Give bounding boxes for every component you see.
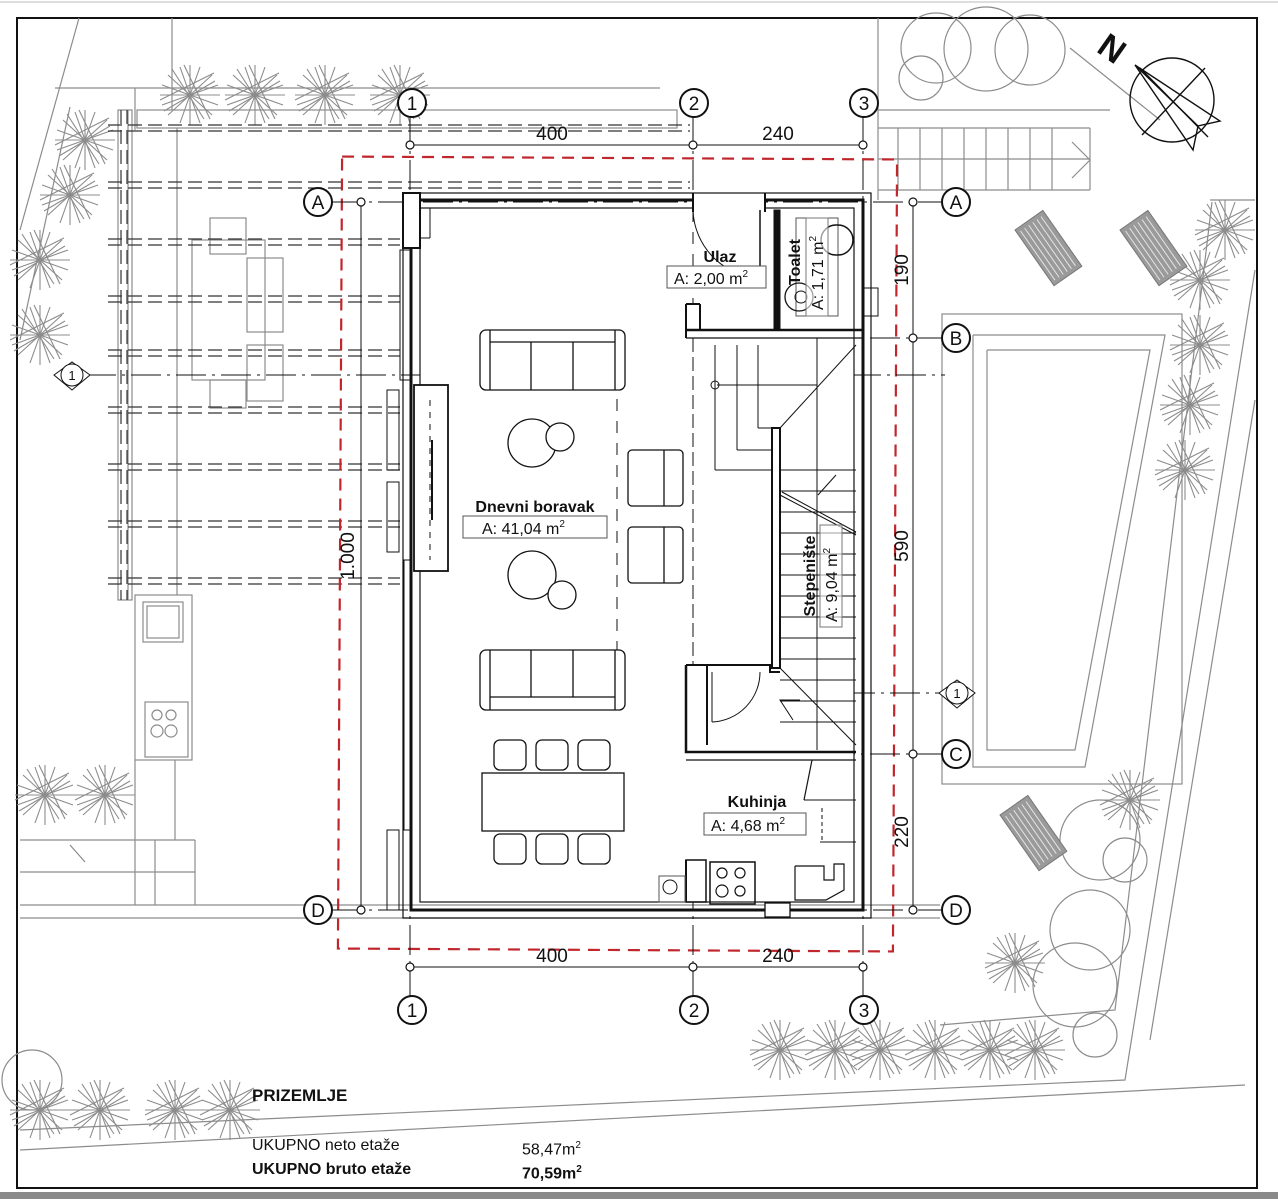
pool-loungers bbox=[999, 209, 1188, 872]
svg-text:B: B bbox=[950, 329, 963, 350]
svg-text:Toalet: Toalet bbox=[787, 238, 804, 285]
gross-area-value: 70,59m2 bbox=[522, 1164, 582, 1183]
grid-bubble-2-top: 2 bbox=[679, 88, 709, 118]
svg-text:2: 2 bbox=[689, 94, 700, 115]
svg-text:1: 1 bbox=[407, 94, 418, 115]
dimension-ticks bbox=[356, 140, 918, 972]
room-label-toalet: Toalet A: 1,71 m2 bbox=[787, 217, 829, 317]
shrubs bbox=[1, 799, 1148, 1111]
svg-text:1: 1 bbox=[953, 686, 960, 701]
room-label-kuhinja: Kuhinja A: 4,68 m2 bbox=[703, 794, 807, 836]
svg-text:Dnevni boravak: Dnevni boravak bbox=[475, 499, 594, 516]
pergola-beams bbox=[108, 110, 690, 600]
dim-bottom-2-3: 240 bbox=[762, 946, 794, 967]
building-boundary bbox=[336, 155, 899, 953]
svg-text:D: D bbox=[949, 901, 963, 922]
svg-text:A: 1,71 m2: A: 1,71 m2 bbox=[808, 236, 827, 310]
grid-bubble-B-right: B bbox=[941, 323, 971, 353]
svg-text:A: 4,68 m2: A: 4,68 m2 bbox=[711, 816, 785, 835]
svg-text:3: 3 bbox=[859, 94, 870, 115]
grid-bubble-A-left: A bbox=[303, 187, 333, 217]
living-room-furniture bbox=[479, 329, 684, 865]
armchair-1 bbox=[627, 449, 684, 507]
svg-text:C: C bbox=[949, 745, 963, 766]
net-area-value: 58,47m2 bbox=[522, 1140, 581, 1159]
grid-bubble-2-bottom: 2 bbox=[679, 995, 709, 1025]
svg-text:Ulaz: Ulaz bbox=[704, 249, 737, 266]
svg-text:A: 2,00 m2: A: 2,00 m2 bbox=[674, 269, 748, 288]
net-area-label: UKUPNO neto etaže bbox=[252, 1137, 400, 1154]
dim-bottom-1-2: 400 bbox=[536, 946, 568, 967]
coffee-table-bottom bbox=[507, 550, 557, 600]
svg-text:1: 1 bbox=[407, 1001, 418, 1022]
grid-bubble-3-bottom: 3 bbox=[849, 995, 879, 1025]
grid-bubble-1-bottom: 1 bbox=[397, 995, 427, 1025]
dim-top-2-3: 240 bbox=[762, 124, 794, 145]
floor-title: PRIZEMLJE bbox=[252, 1086, 348, 1105]
dining-table bbox=[481, 772, 625, 832]
armchair-2 bbox=[627, 526, 684, 584]
svg-text:3: 3 bbox=[859, 1001, 870, 1022]
net-area-row: UKUPNO neto etaže 58,47m2 bbox=[252, 1136, 582, 1160]
viewer-scrollbar[interactable] bbox=[0, 1192, 1278, 1199]
north-label: N bbox=[1091, 26, 1133, 71]
dim-left-total: 1.000 bbox=[338, 532, 359, 580]
grid-markers: 1 2 3 1 2 3 A A B C D D bbox=[303, 88, 971, 1025]
svg-text:1: 1 bbox=[68, 368, 75, 383]
dim-right-B-C: 590 bbox=[892, 530, 913, 562]
dimension-labels: 400 240 400 240 190 590 220 1.000 bbox=[338, 124, 913, 967]
area-summary: PRIZEMLJE UKUPNO neto etaže 58,47m2 UKUP… bbox=[252, 1086, 582, 1185]
svg-text:Kuhinja: Kuhinja bbox=[728, 794, 787, 811]
gross-area-row: UKUPNO bruto etaže 70,59m2 bbox=[252, 1160, 582, 1184]
svg-text:D: D bbox=[311, 901, 325, 922]
grid-bubble-1-top: 1 bbox=[397, 88, 427, 118]
dim-right-A-B: 190 bbox=[892, 254, 913, 286]
dim-right-C-D: 220 bbox=[892, 816, 913, 848]
sofa-top bbox=[479, 329, 626, 391]
grid-bubble-D-right: D bbox=[941, 895, 971, 925]
gross-area-label: UKUPNO bruto etaže bbox=[252, 1161, 412, 1179]
room-label-dnevni-boravak: Dnevni boravak A: 41,04 m2 bbox=[462, 499, 608, 539]
section-marker-right: 1 bbox=[938, 679, 976, 709]
room-label-stepeniste: Stepenište A: 9,04 m2 bbox=[802, 524, 843, 628]
svg-text:A: A bbox=[312, 193, 325, 214]
dim-top-1-2: 400 bbox=[536, 124, 568, 145]
svg-text:A: 41,04 m2: A: 41,04 m2 bbox=[482, 519, 565, 538]
grid-bubble-D-left: D bbox=[303, 895, 333, 925]
grid-bubble-C-right: C bbox=[941, 739, 971, 769]
north-arrow-icon: N bbox=[1091, 26, 1222, 152]
section-marker-left: 1 bbox=[53, 361, 91, 391]
grid-bubble-A-right: A bbox=[941, 187, 971, 217]
sofa-bottom bbox=[479, 649, 626, 711]
svg-text:Stepenište: Stepenište bbox=[802, 535, 819, 616]
svg-text:A: A bbox=[950, 193, 963, 214]
svg-text:2: 2 bbox=[689, 1001, 700, 1022]
svg-text:A: 9,04 m2: A: 9,04 m2 bbox=[822, 548, 841, 622]
grid-bubble-3-top: 3 bbox=[849, 88, 879, 118]
room-label-ulaz: Ulaz A: 2,00 m2 bbox=[666, 249, 767, 289]
